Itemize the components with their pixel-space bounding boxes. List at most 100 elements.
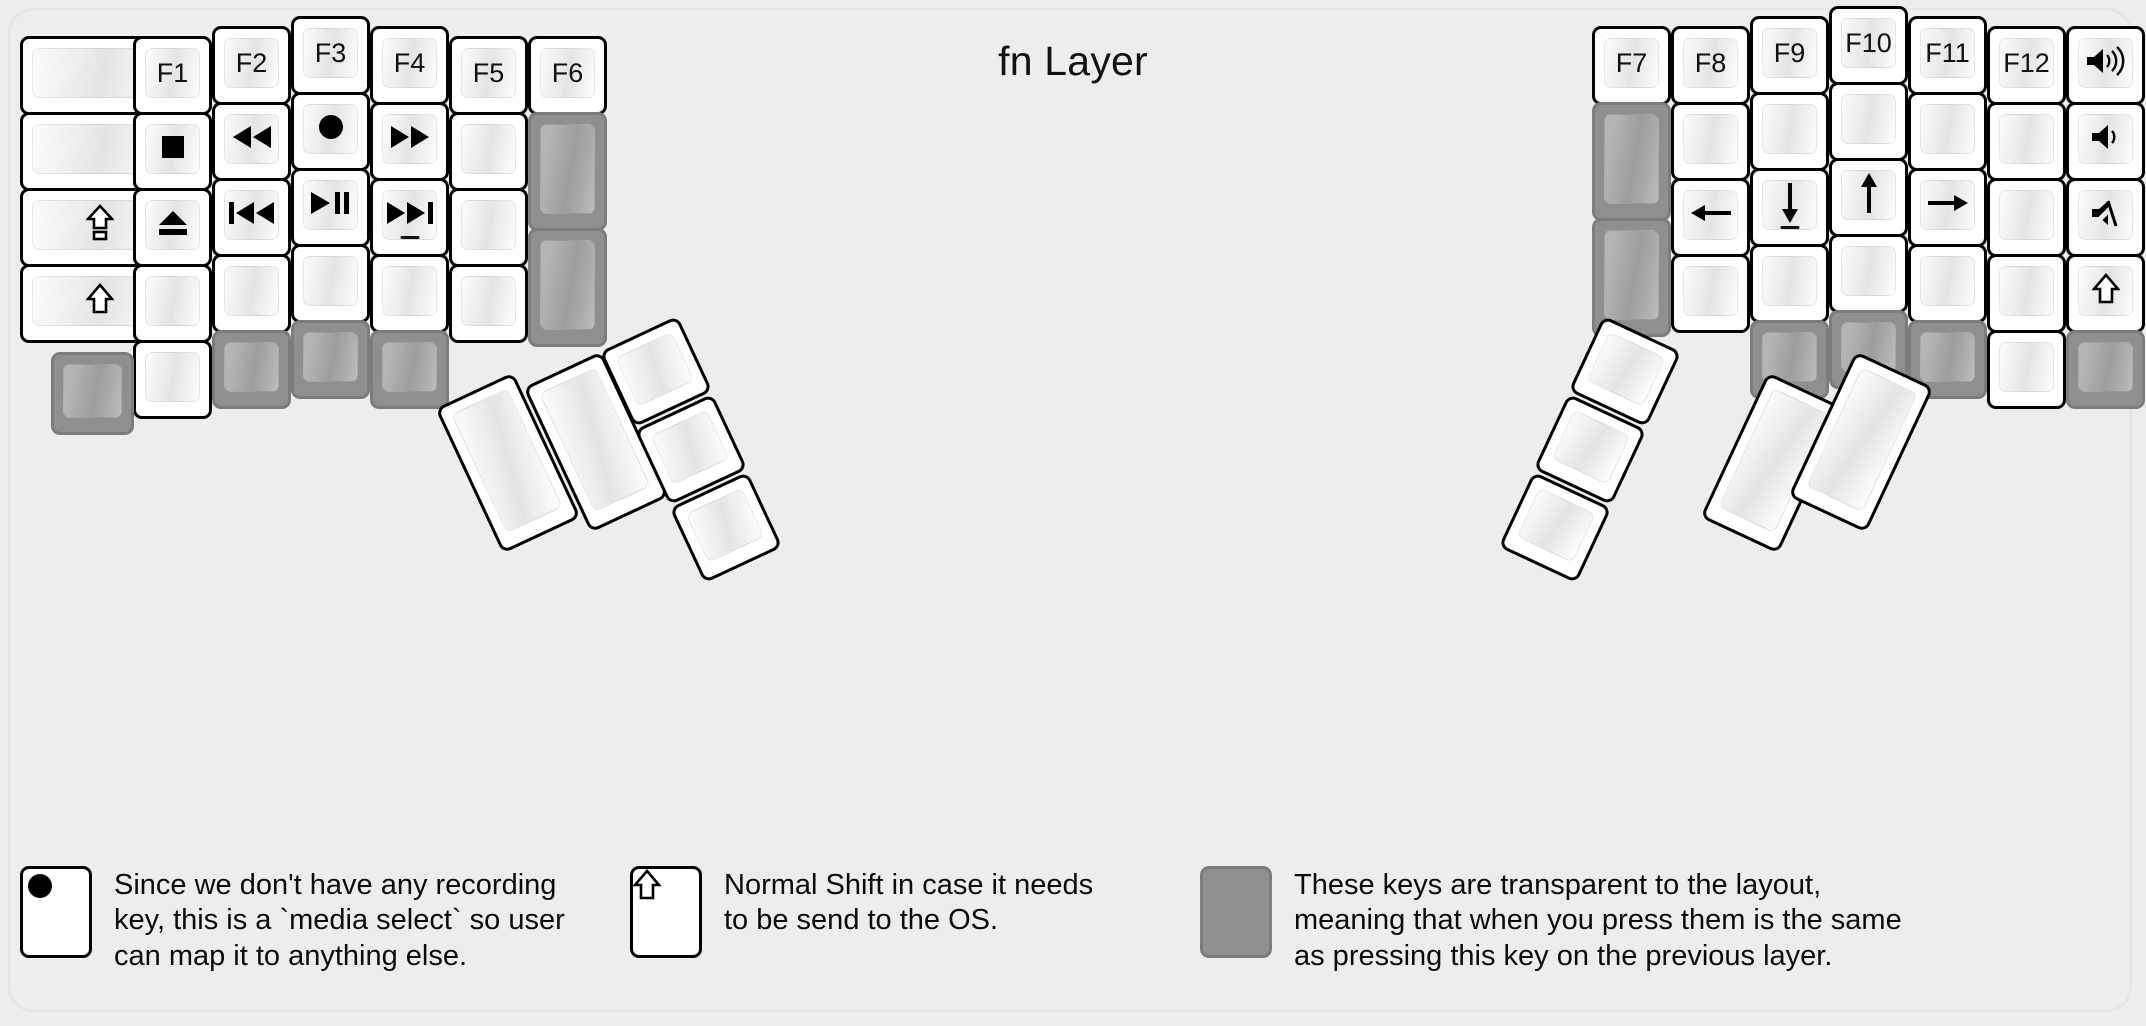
key-left-c5-r2-fastforward[interactable] (370, 102, 449, 181)
key-right-c5-r3-right-face (1920, 180, 1975, 230)
key-left-c2-r3-eject[interactable] (133, 188, 212, 267)
key-right-c4-r1-f10-face: F10 (1841, 18, 1896, 68)
text-label: F3 (314, 37, 347, 68)
key-left-c3-r3-prev[interactable] (212, 178, 291, 257)
key-left-c4-r4[interactable] (291, 244, 370, 323)
key-right-c3-r2-face (1762, 104, 1817, 154)
key-right-c7-r5[interactable] (2066, 330, 2145, 409)
key-left-c5-r1-f4[interactable]: F4 (370, 26, 449, 105)
legend-item-record-note: Since we don't have any recording key, t… (20, 866, 565, 974)
key-left-c3-r2-rewind[interactable] (212, 102, 291, 181)
key-right-c5-r2[interactable] (1908, 92, 1987, 171)
key-left-c6-r2[interactable] (449, 112, 528, 191)
record-dot-icon (23, 869, 89, 907)
media-eject-icon (156, 208, 190, 242)
key-right-c5-r4-face (1920, 256, 1975, 306)
key-left-c2-r1-f1[interactable]: F1 (133, 36, 212, 115)
key-left-c2-r4[interactable] (133, 264, 212, 343)
key-right-c5-r3-right[interactable] (1908, 168, 1987, 247)
key-right-c3-r5-face (1762, 332, 1817, 382)
key-right-c3-r3-down[interactable] (1750, 168, 1829, 247)
key-right-c6-r3-face (1999, 190, 2054, 240)
text-label: F5 (472, 57, 505, 88)
key-left-c4-r2-record-face (303, 104, 358, 154)
key-left-c3-r4[interactable] (212, 254, 291, 333)
key-right-c2-r2[interactable] (1671, 102, 1750, 181)
key-right-c4-r2[interactable] (1829, 82, 1908, 161)
key-right-c7-r1-volume-up[interactable] (2066, 26, 2145, 105)
media-fast-forward-icon (389, 124, 431, 154)
key-right-c1-r3-tall[interactable] (1592, 218, 1671, 337)
media-rewind-icon (231, 124, 273, 154)
key-right-c3-r5[interactable] (1750, 320, 1829, 399)
key-right-c7-r4-shift[interactable] (2066, 254, 2145, 333)
key-right-thumb-small-3-face (1516, 487, 1596, 563)
key-right-c7-r3-mute[interactable] (2066, 178, 2145, 257)
key-right-c1-r2-tall[interactable] (1592, 102, 1671, 221)
key-left-c7-r2-tall[interactable] (528, 112, 607, 231)
key-right-c2-r3-left[interactable] (1671, 178, 1750, 257)
key-right-c4-r1-f10[interactable]: F10 (1829, 6, 1908, 85)
key-left-c1-r5-thumbmod-face (63, 364, 122, 418)
key-left-c7-r1-f6[interactable]: F6 (528, 36, 607, 115)
key-left-c4-r1-f3[interactable]: F3 (291, 16, 370, 95)
legend-key-face (23, 869, 89, 907)
key-left-c1-r5-thumbmod[interactable] (51, 352, 134, 435)
key-left-c3-r5[interactable] (212, 330, 291, 409)
key-right-c2-r4[interactable] (1671, 254, 1750, 333)
key-left-c6-r4[interactable] (449, 264, 528, 343)
key-left-c6-r3-face (461, 200, 516, 250)
key-left-c5-r5-face (382, 342, 437, 392)
arrow-right-icon (1926, 192, 1970, 218)
key-left-c2-r1-f1-face: F1 (145, 48, 200, 98)
text-label: F11 (1925, 37, 1970, 68)
key-right-c6-r4[interactable] (1987, 254, 2066, 333)
key-right-c3-r2[interactable] (1750, 92, 1829, 171)
key-left-c5-r3-next[interactable] (370, 178, 449, 257)
key-right-c4-r2-face (1841, 94, 1896, 144)
media-previous-icon (227, 200, 277, 230)
key-left-c6-r1-f5[interactable]: F5 (449, 36, 528, 115)
key-right-c5-r1-f11[interactable]: F11 (1908, 16, 1987, 95)
key-right-c3-r4[interactable] (1750, 244, 1829, 323)
key-left-c4-r3-playpause[interactable] (291, 168, 370, 247)
key-left-c3-r1-f2[interactable]: F2 (212, 26, 291, 105)
key-left-c7-r3-tall[interactable] (528, 228, 607, 347)
text-label: F4 (393, 47, 426, 78)
shift-arrow-icon (632, 869, 699, 905)
key-left-c4-r2-record[interactable] (291, 92, 370, 171)
key-left-c4-r5[interactable] (291, 320, 370, 399)
key-right-c6-r5[interactable] (1987, 330, 2066, 409)
text-label: F9 (1773, 37, 1806, 68)
key-right-c6-r1-f12[interactable]: F12 (1987, 26, 2066, 105)
key-left-c5-r4-face (382, 266, 437, 316)
key-left-c3-r2-rewind-face (224, 114, 279, 164)
key-right-c4-r4[interactable] (1829, 234, 1908, 313)
key-right-c3-r1-f9[interactable]: F9 (1750, 16, 1829, 95)
key-left-c5-r4[interactable] (370, 254, 449, 333)
key-right-c7-r2-volume-down[interactable] (2066, 102, 2145, 181)
key-left-c2-r2-stop[interactable] (133, 112, 212, 191)
key-left-c7-r1-f6-face: F6 (540, 48, 595, 98)
key-left-c6-r3[interactable] (449, 188, 528, 267)
key-left-c4-r4-face (303, 256, 358, 306)
key-right-c2-r2-face (1683, 114, 1738, 164)
key-left-c2-r5[interactable] (133, 340, 212, 419)
key-right-c4-r3-up[interactable] (1829, 158, 1908, 237)
record-dot-icon (314, 110, 348, 148)
key-left-c3-r1-f2-face: F2 (224, 38, 279, 88)
key-left-c2-r3-eject-face (145, 200, 200, 250)
key-right-c6-r2[interactable] (1987, 102, 2066, 181)
key-left-c3-r3-prev-face (224, 190, 279, 240)
key-left-c5-r5[interactable] (370, 330, 449, 409)
key-left-c3-r5-face (224, 342, 279, 392)
key-right-c2-r1-f8[interactable]: F8 (1671, 26, 1750, 105)
legend-text-record-note: Since we don't have any recording key, t… (114, 869, 565, 972)
key-right-thumb-small-1-face (1586, 331, 1666, 407)
key-left-c4-r3-playpause-face (303, 180, 358, 230)
key-right-c5-r4[interactable] (1908, 244, 1987, 323)
key-left-c2-r2-stop-face (145, 124, 200, 174)
key-right-c1-r1-f7[interactable]: F7 (1592, 26, 1671, 105)
legend-key-face (632, 869, 699, 905)
key-right-c6-r3[interactable] (1987, 178, 2066, 257)
